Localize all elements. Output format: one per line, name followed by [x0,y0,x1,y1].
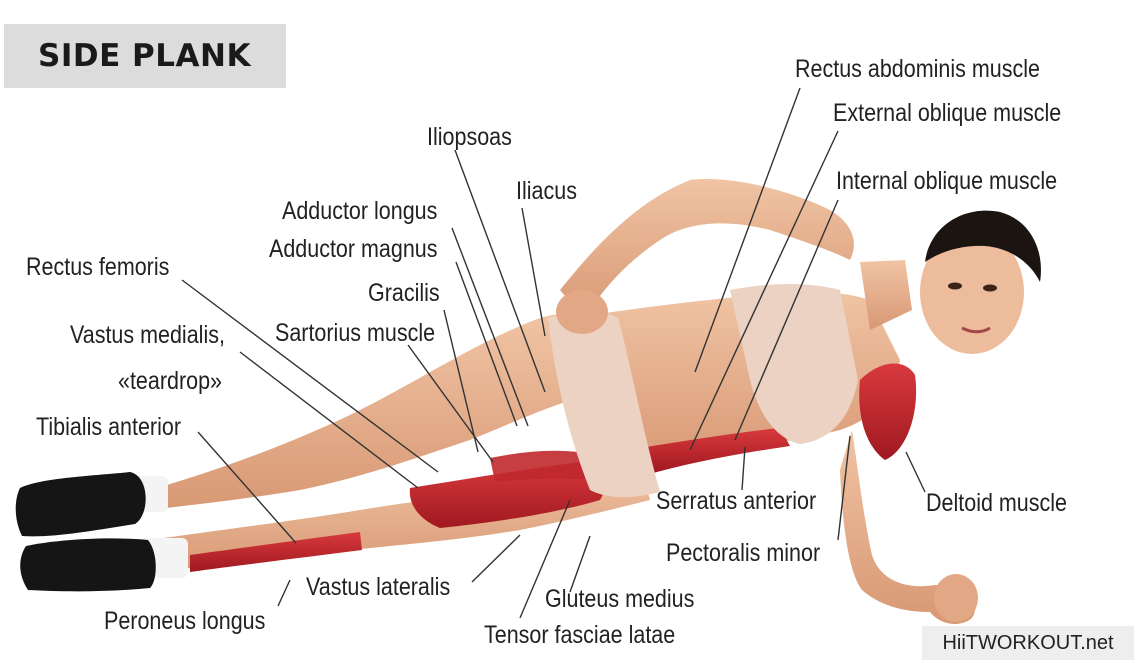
neck [860,260,912,330]
head [920,230,1024,354]
label-iliacus: Iliacus [516,177,577,205]
hand-on-hip [556,290,608,334]
shorts [548,312,660,498]
label-gluteus-medius: Gluteus medius [545,585,695,613]
bottom-shoe [20,538,156,592]
label-gracilis: Gracilis [368,279,440,307]
label-tibialis-anterior: Tibialis anterior [36,413,181,441]
label-internal-oblique: Internal oblique muscle [836,167,1058,195]
label-vastus-medialis: Vastus medialis, [70,321,225,349]
title-banner: SIDE PLANK [4,24,286,88]
label-pectoralis-minor: Pectoralis minor [666,539,821,567]
deltoid-muscle-shape [859,363,917,460]
label-peroneus-longus: Peroneus longus [104,607,266,635]
oblique-muscle [640,428,790,474]
label-adductor-longus: Adductor longus [282,197,438,225]
page-title: SIDE PLANK [38,38,251,74]
label-tensor-fasciae-latae: Tensor fasciae latae [484,621,676,649]
watermark: HiiTWORKOUT.net [922,626,1134,660]
support-arm [840,430,976,624]
peroneus-longus-muscle [190,532,362,572]
hair [925,210,1041,282]
label-deltoid: Deltoid muscle [926,489,1067,517]
top-leg [150,313,610,510]
label-vastus-lateralis: Vastus lateralis [306,573,451,601]
sports-bra [730,284,858,444]
fist [934,574,978,622]
mouth [961,326,991,334]
label-adductor-magnus: Adductor magnus [269,235,438,263]
label-rectus-abdominis: Rectus abdominis muscle [795,55,1040,83]
left-eye [948,282,962,290]
raised-arm [560,179,854,320]
right-eye [983,284,997,292]
label-serratus-anterior: Serratus anterior [656,487,817,515]
label-iliopsoas: Iliopsoas [427,123,512,151]
top-shoe [15,472,146,537]
label-external-oblique: External oblique muscle [833,99,1062,127]
label-teardrop: «teardrop» [118,367,223,395]
tensor-fasciae-muscle [490,450,600,482]
label-rectus-femoris: Rectus femoris [26,253,170,281]
label-sartorius: Sartorius muscle [275,319,436,347]
leader-lines [181,87,926,619]
